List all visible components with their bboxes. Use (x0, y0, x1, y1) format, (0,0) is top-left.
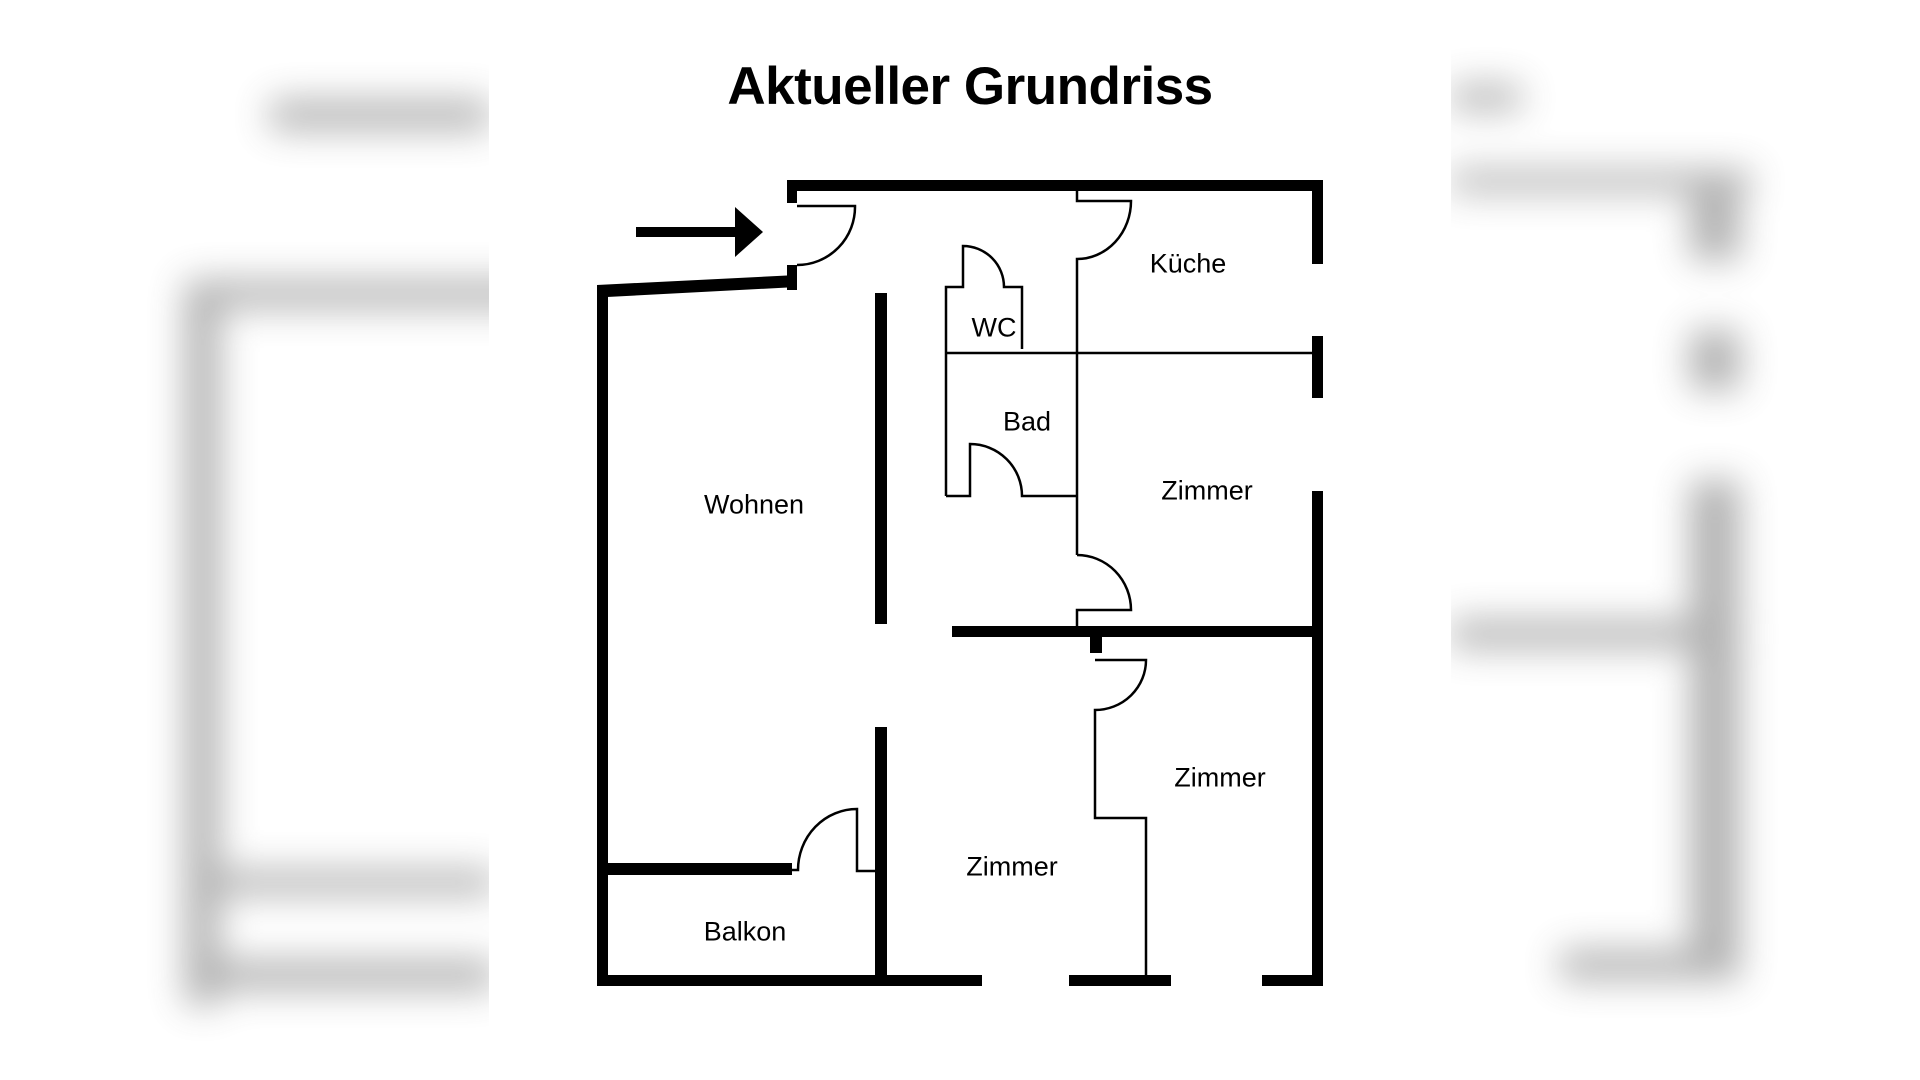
outer-walls (597, 180, 1323, 986)
room-label-zimmer-right: Zimmer (1174, 762, 1266, 793)
arrow-right-icon (636, 227, 736, 237)
room-label-zimmer-upper: Zimmer (1161, 475, 1253, 506)
room-label-zimmer-lower: Zimmer (966, 851, 1058, 882)
room-label-kueche: Küche (1149, 248, 1227, 279)
room-label-wohnen: Wohnen (703, 489, 805, 520)
room-label-bad: Bad (1002, 406, 1052, 437)
room-label-balkon: Balkon (703, 916, 787, 947)
room-label-wc: WC (971, 312, 1017, 343)
interior-walls (792, 191, 1312, 975)
page-title: Aktueller Grundriss (727, 57, 1213, 116)
